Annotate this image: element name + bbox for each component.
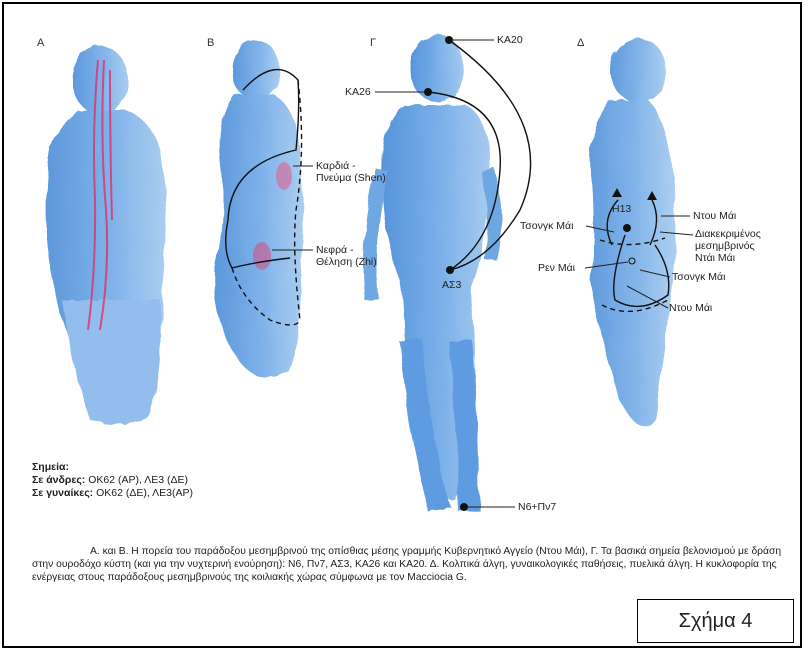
kidney-label: Νεφρά - Θέληση (Zhi) bbox=[316, 244, 377, 268]
heart-label-line2: Πνεύμα (Shen) bbox=[316, 172, 386, 184]
dai-mai-line1: Διακεκριμένος bbox=[695, 228, 761, 240]
notes-men-label: Σε άνδρες: bbox=[32, 474, 85, 486]
point-ka26-label: ΚΑ26 bbox=[345, 86, 371, 98]
heart-organ bbox=[276, 162, 292, 190]
ntou-mai-top-label: Ντου Μάι bbox=[693, 210, 736, 222]
point-h13-label: Η13 bbox=[612, 203, 631, 215]
point-ka20-label: ΚΑ20 bbox=[497, 34, 523, 46]
notes-men-text: ΟΚ62 (ΑΡ), ΛΕ3 (ΔΕ) bbox=[85, 474, 188, 486]
notes-women-label: Σε γυναίκες: bbox=[32, 487, 93, 499]
dai-mai-line3: Ντάι Μάι bbox=[695, 252, 761, 264]
figure-c-body bbox=[370, 34, 495, 510]
tsong-mai-right-label: Τσονγκ Μάι bbox=[672, 271, 725, 283]
notes-title: Σημεία: bbox=[32, 461, 69, 473]
ntou-mai-bottom-label: Ντου Μάι bbox=[669, 302, 712, 314]
figure-b-body bbox=[215, 40, 303, 378]
kidney-label-line1: Νεφρά - bbox=[316, 244, 377, 256]
kidney-label-line2: Θέληση (Zhi) bbox=[316, 256, 377, 268]
point-n6-label: Ν6+Πν7 bbox=[518, 501, 556, 513]
panel-b-label: Β bbox=[207, 37, 214, 49]
ren-mai-label: Ρεν Μάι bbox=[538, 262, 575, 274]
figure-a-body bbox=[45, 46, 166, 424]
panel-d-label: Δ bbox=[577, 37, 584, 49]
acupoint-notes: Σημεία: Σε άνδρες: ΟΚ62 (ΑΡ), ΛΕ3 (ΔΕ) Σ… bbox=[32, 461, 193, 500]
heart-label: Καρδιά - Πνεύμα (Shen) bbox=[316, 160, 386, 184]
panel-a-label: Α bbox=[37, 37, 44, 49]
figure-number-box: Σχήμα 4 bbox=[637, 599, 794, 643]
h13-point bbox=[623, 224, 631, 232]
panel-c-label: Γ bbox=[370, 37, 376, 49]
kidney-organ bbox=[253, 242, 271, 270]
dai-mai-line2: μεσημβρινός bbox=[695, 240, 761, 252]
figure-number-label: Σχήμα 4 bbox=[679, 610, 753, 633]
dai-mai-label: Διακεκριμένος μεσημβρινός Ντάι Μάι bbox=[695, 228, 761, 264]
figure-caption: Α. και Β. Η πορεία του παράδοξου μεσημβρ… bbox=[32, 545, 782, 584]
heart-label-line1: Καρδιά - bbox=[316, 160, 386, 172]
tsong-mai-left-label: Τσονγκ Μάι bbox=[520, 220, 573, 232]
notes-women-text: ΟΚ62 (ΔΕ), ΛΕ3(ΑΡ) bbox=[93, 487, 193, 499]
point-as3-label: ΑΣ3 bbox=[442, 279, 461, 291]
